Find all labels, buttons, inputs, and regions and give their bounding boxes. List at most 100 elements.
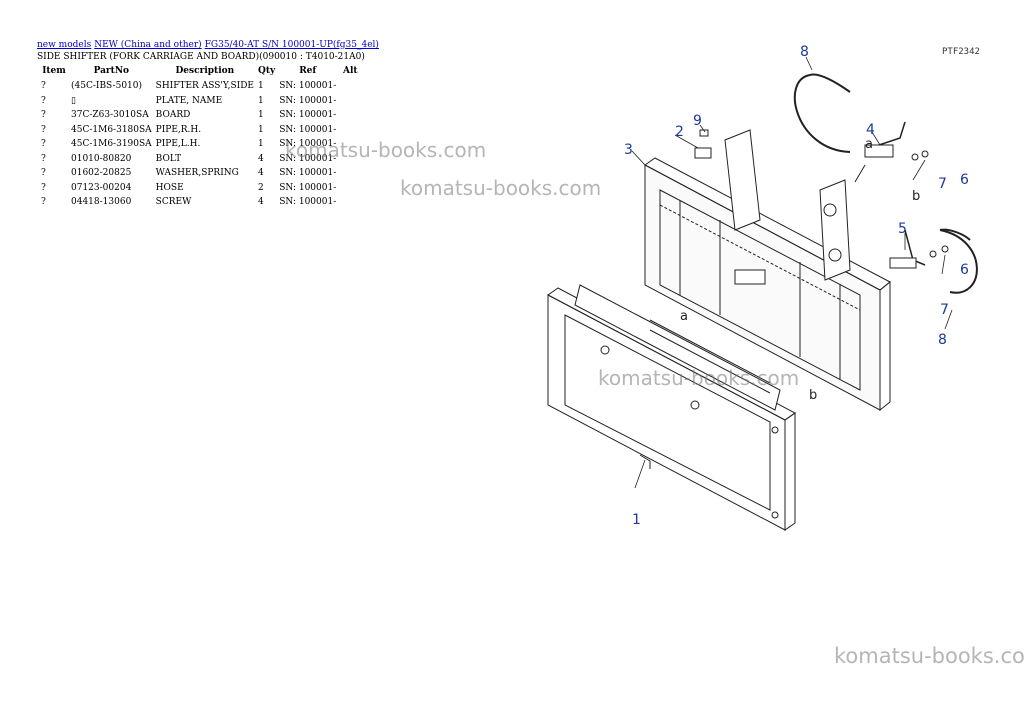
cell-qty: 1 [258,110,264,120]
cell-ref: SN: 100001- [279,197,337,207]
table-row: ? 01010-80820 BOLT 4 SN: 100001- [37,152,362,167]
cell-part: 45C-1M6-3190SA [71,139,152,149]
callout-number: 8 [800,44,809,60]
cell-ref: SN: 100001- [279,168,337,178]
cell-qty: 1 [258,81,264,91]
cell-part: (45C-IBS-5010) [71,81,143,91]
cell-ref: SN: 100001- [279,153,337,164]
table-row: ? 04418-13060 SCREW 4 SN: 100001- [37,195,362,210]
cell-desc: SHIFTER ASS'Y,SIDE [155,81,254,91]
callout-number: 7 [940,302,949,318]
callout-number: 8 [938,332,947,348]
watermark: komatsu-books.com [834,644,1024,668]
cell-alt [338,79,362,94]
cell-item: ? [41,139,46,149]
connection-marker: b [912,189,920,204]
diagram-code: PTF2342 [942,47,980,57]
cell-qty: 1 [258,124,264,135]
carriage-uprights-drawing [724,129,851,285]
cell-alt [338,195,362,210]
cell-item: ? [41,110,46,120]
parts-table: Item PartNo Description Qty Ref Alt ? (45… [37,65,362,210]
table-row: ? 07123-00204 HOSE 2 SN: 100001- [37,181,362,196]
table-header-row: Item PartNo Description Qty Ref Alt [37,65,362,79]
callout-number: 5 [898,221,907,237]
cell-item: ? [41,153,46,164]
cell-ref: SN: 100001- [279,139,337,149]
cell-qty: 4 [258,153,264,164]
cell-ref: SN: 100001- [279,124,337,135]
breadcrumb-link-region[interactable]: NEW (China and other) [94,40,202,50]
watermark: komatsu-books.com [285,138,487,162]
cell-part: 45C-1M6-3180SA [71,124,152,135]
callout-number: 7 [938,176,947,192]
cell-qty: 1 [258,95,264,106]
cell-qty: 4 [258,168,264,178]
cell-item: ? [41,197,46,207]
table-row: ? 01602-20825 WASHER,SPRING 4 SN: 100001- [37,166,362,181]
cell-desc: PIPE,L.H. [155,139,201,149]
side-shifter-frame-drawing [547,284,796,531]
hose-drawing [793,73,978,294]
col-header-ref: Ref [299,66,317,76]
callout-number: 2 [675,124,684,140]
breadcrumb-link-model[interactable]: FG35/40-AT S/N 100001-UP(fg35_4el) [204,40,379,50]
board-drawing [644,157,891,412]
connection-marker: a [680,309,688,324]
cell-desc: HOSE [155,182,184,193]
callout-number: 3 [624,142,633,158]
cell-ref: SN: 100001- [279,95,337,106]
cell-desc: PLATE, NAME [155,95,223,106]
cell-part: 07123-00204 [71,182,132,193]
cell-item: ? [41,182,46,193]
cell-part: ▯ [71,95,76,106]
cell-desc: SCREW [155,197,192,207]
callout-number: 6 [960,172,969,188]
page-title: SIDE SHIFTER (FORK CARRIAGE AND BOARD)(0… [37,52,365,62]
col-header-qty: Qty [258,66,276,76]
col-header-alt: Alt [342,66,358,76]
cell-part: 01602-20825 [71,168,132,178]
breadcrumb-link-new-models[interactable]: new models [37,40,92,50]
cell-qty: 2 [258,182,264,193]
cell-desc: PIPE,R.H. [155,124,202,135]
cell-item: ? [41,95,46,106]
cell-ref: SN: 100001- [279,182,337,193]
cell-alt [338,181,362,196]
cell-ref: SN: 100001- [279,81,337,91]
cell-desc: BOARD [155,110,191,120]
cell-part: 37C-Z63-3010SA [71,110,149,120]
cell-alt [338,94,362,109]
cell-item: ? [41,124,46,135]
callout-number: 6 [960,262,969,278]
cell-qty: 4 [258,197,264,207]
cell-qty: 1 [258,139,264,149]
col-header-item: Item [42,66,66,76]
cell-part: 01010-80820 [71,153,132,164]
col-header-partno: PartNo [93,66,130,76]
callout-number: 1 [632,512,641,528]
cell-part: 04418-13060 [71,197,132,207]
cell-desc: WASHER,SPRING [155,168,239,178]
connection-marker: b [809,388,817,403]
watermark: komatsu-books.com [400,176,602,200]
cell-alt [338,166,362,181]
cell-item: ? [41,168,46,178]
callout-number: 9 [693,113,702,129]
callout-number: 4 [866,122,875,138]
leader-lines [631,56,953,489]
cell-desc: BOLT [155,153,182,164]
col-header-description: Description [175,66,235,76]
connection-marker: a [865,137,873,152]
watermark: komatsu-books.com [598,366,800,390]
table-row: ? ▯ PLATE, NAME 1 SN: 100001- [37,94,362,109]
cell-alt [338,123,362,138]
cell-alt [338,108,362,123]
